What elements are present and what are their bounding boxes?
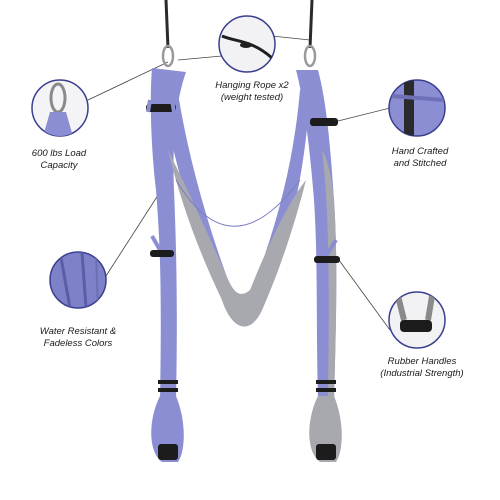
callout-hanging-rope-line1: Hanging Rope x2: [215, 80, 289, 91]
carabiners: [161, 44, 317, 68]
left-pillar: [150, 68, 186, 400]
callout-hanging-rope-line2: (weight tested): [220, 92, 284, 103]
callout-rubber-handles: Rubber Handles (Industrial Strength): [360, 356, 484, 380]
hammock-fabric-lavender: [160, 80, 310, 327]
fabric-icon: [49, 251, 107, 309]
hanging-ropes: [164, 0, 314, 49]
callout-hand-crafted-line2: and Stitched: [393, 158, 447, 169]
stitching-icon: [388, 79, 446, 137]
connector-lines: [87, 35, 391, 331]
callout-water-resistant: Water Resistant & Fadeless Colors: [20, 326, 136, 350]
callout-water-resistant-line1: Water Resistant &: [39, 326, 117, 337]
callout-rubber-handles-line1: Rubber Handles: [387, 356, 457, 367]
hammock-fabric-gray: [168, 150, 306, 327]
carabiner-icon: [31, 79, 89, 137]
callout-rubber-handles-line2: (Industrial Strength): [380, 368, 464, 379]
callout-load-capacity-line2: Capacity: [40, 160, 78, 171]
strap-bands: [158, 380, 336, 392]
right-pillar: [296, 70, 337, 400]
callout-load-capacity: 600 lbs Load Capacity: [14, 148, 104, 172]
foot-loops: [151, 396, 342, 462]
upper-handles: [146, 99, 338, 126]
handle-icon: [388, 291, 446, 349]
callout-hanging-rope: Hanging Rope x2 (weight tested): [192, 80, 312, 104]
callout-load-capacity-line1: 600 lbs Load: [31, 148, 87, 159]
callout-hand-crafted-line1: Hand Crafted: [391, 146, 449, 157]
rope-icon: [218, 15, 276, 73]
callout-water-resistant-line2: Fadeless Colors: [43, 338, 113, 349]
middle-handles: [150, 234, 340, 263]
callout-hand-crafted: Hand Crafted and Stitched: [372, 146, 468, 170]
